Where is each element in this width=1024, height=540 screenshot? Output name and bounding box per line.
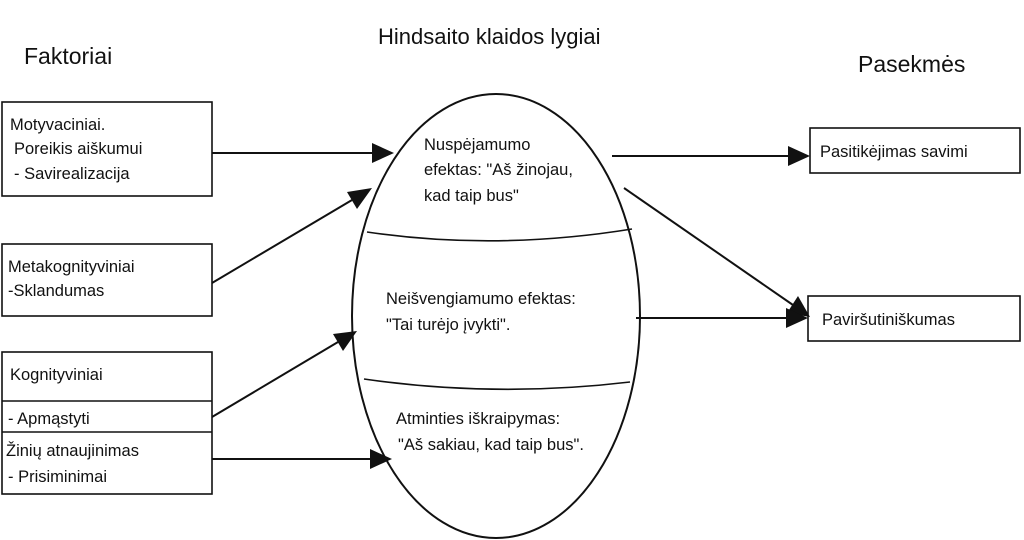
cognitive-factor-box bbox=[1, 351, 213, 495]
arrow-foreseeability-to-superficiality bbox=[623, 187, 794, 306]
memory-distortion-line-1: Atminties iškraipymas: bbox=[396, 410, 560, 428]
arrowhead-knowledge-update bbox=[370, 449, 392, 469]
factors-title: Faktoriai bbox=[24, 43, 112, 69]
self-confidence-box bbox=[809, 127, 1021, 174]
metacognitive-factor-box bbox=[1, 243, 213, 317]
arrowhead-metacognitive bbox=[347, 188, 372, 209]
metacognitive-factor-fluency: -Sklandumas bbox=[8, 282, 104, 300]
foreseeability-line-2: efektas: "Aš žinojau, bbox=[424, 161, 573, 179]
consequences-title: Pasekmės bbox=[858, 51, 965, 77]
levels-divider-top bbox=[366, 228, 633, 242]
motivational-factor-box bbox=[1, 101, 213, 197]
cognitive-factor-reflection: - Apmąstyti bbox=[8, 410, 90, 428]
arrowhead-inevitability-superficiality bbox=[786, 308, 808, 328]
inevitability-line-2: "Tai turėjo įvykti". bbox=[386, 316, 511, 334]
arrowhead-confidence bbox=[788, 146, 810, 166]
arrow-metacognitive-to-foreseeability bbox=[211, 199, 353, 284]
cognitive-factor-recollection: - Prisiminimai bbox=[8, 468, 107, 486]
self-confidence-label: Pasitikėjimas savimi bbox=[820, 143, 968, 161]
arrowhead-motivational bbox=[372, 143, 394, 163]
inevitability-line-1: Neišvengiamumo efektas: bbox=[386, 290, 576, 308]
foreseeability-line-3: kad taip bus" bbox=[424, 187, 519, 205]
levels-divider-bottom bbox=[363, 378, 631, 391]
superficiality-box bbox=[807, 295, 1021, 342]
cognitive-factor-title: Kognityviniai bbox=[10, 366, 103, 384]
arrowhead-cognitive bbox=[333, 331, 357, 351]
hindsight-levels-oval bbox=[351, 93, 641, 539]
levels-title: Hindsaito klaidos lygiai bbox=[378, 24, 601, 49]
arrow-cognitive-to-inevitability bbox=[211, 341, 339, 418]
metacognitive-factor-title: Metakognityviniai bbox=[8, 258, 135, 276]
motivational-factor-title: Motyvaciniai. bbox=[10, 116, 105, 134]
foreseeability-line-1: Nuspėjamumo bbox=[424, 136, 530, 154]
memory-distortion-line-2: "Aš sakiau, kad taip bus". bbox=[398, 436, 584, 454]
superficiality-label: Paviršutiniškumas bbox=[822, 311, 955, 329]
motivational-factor-clarity: Poreikis aiškumui bbox=[14, 140, 142, 158]
motivational-factor-self-realization: - Savirealizacija bbox=[14, 165, 130, 183]
cognitive-factor-knowledge-update: Žinių atnaujinimas bbox=[6, 441, 139, 460]
